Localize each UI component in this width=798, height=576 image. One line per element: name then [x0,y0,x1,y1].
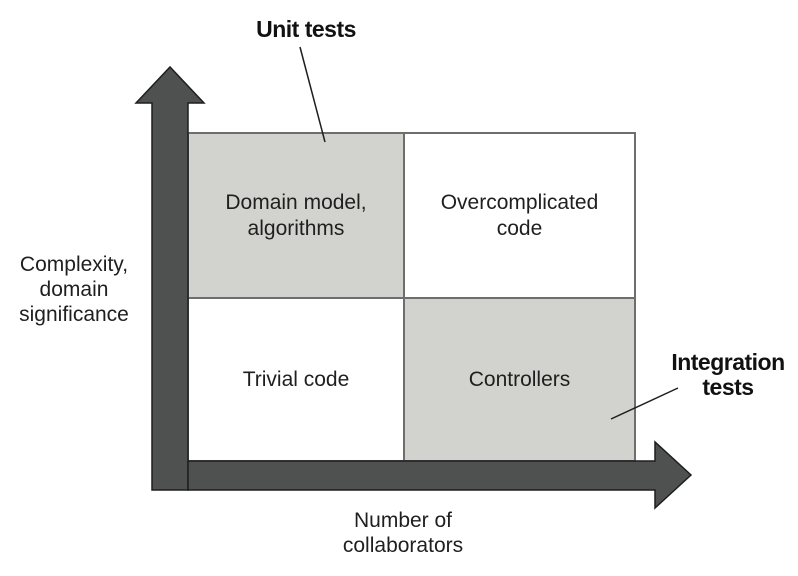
quadrant-domain-model-label: Domain model, algorithms [225,190,367,240]
quadrant-controllers: Controllers [405,299,634,460]
quadrant-trivial-code: Trivial code [189,299,405,460]
quadrant-controllers-label: Controllers [468,367,571,391]
quadrant-domain-model: Domain model, algorithms [189,134,405,299]
quadrant-trivial-code-label: Trivial code [242,367,350,391]
x-axis-label: Number of collaborators [342,509,464,557]
quadrant-overcomplicated-code-label: Overcomplicated code [440,190,599,240]
unit-tests-label: Unit tests [256,16,356,42]
integration-tests-label: Integration tests [671,349,785,400]
y-axis-label: Complexity, domain significance [19,253,129,326]
quadrant-grid: Domain model, algorithms Overcomplicated… [187,132,636,462]
unit-tests-callout-line [299,46,326,143]
quadrant-overcomplicated-code: Overcomplicated code [405,134,634,299]
